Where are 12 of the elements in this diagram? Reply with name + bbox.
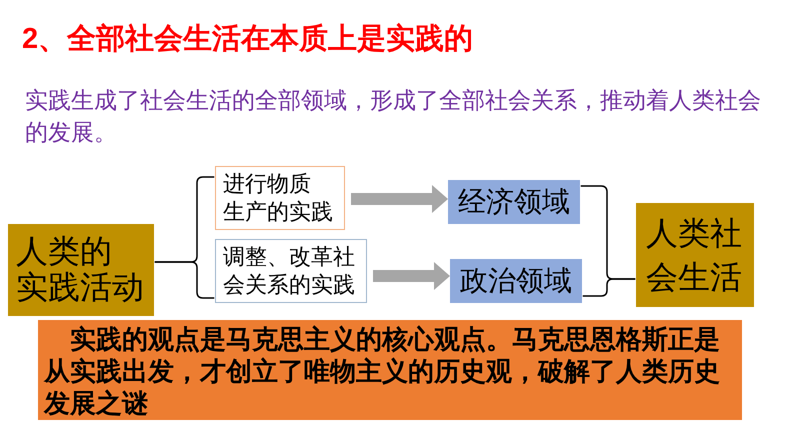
- brace-connector: [582, 278, 636, 297]
- block-arrow: [351, 185, 448, 213]
- concept-box: 人类的实践活动: [8, 224, 154, 316]
- practice-box: 调整、改革社会关系的实践: [215, 239, 367, 303]
- concept-box: 人类社会生活: [636, 203, 754, 307]
- practice-box: 进行物质生产的实践: [215, 166, 345, 230]
- intro-text: 实践生成了社会生活的全部领域，形成了全部社会关系，推动着人类社会的发展。: [25, 86, 762, 147]
- domain-box: 政治领域: [450, 259, 582, 303]
- note-panel: 实践的观点是马克思主义的核心观点。马克思恩格斯正是从实践出发，才创立了唯物主义的历史观，破解了人类历史发展之谜: [38, 320, 742, 420]
- slide-title: 2、全部社会生活在本质上是实践的: [22, 22, 474, 57]
- brace-connector: [154, 261, 214, 299]
- domain-box: 经济领域: [448, 180, 580, 224]
